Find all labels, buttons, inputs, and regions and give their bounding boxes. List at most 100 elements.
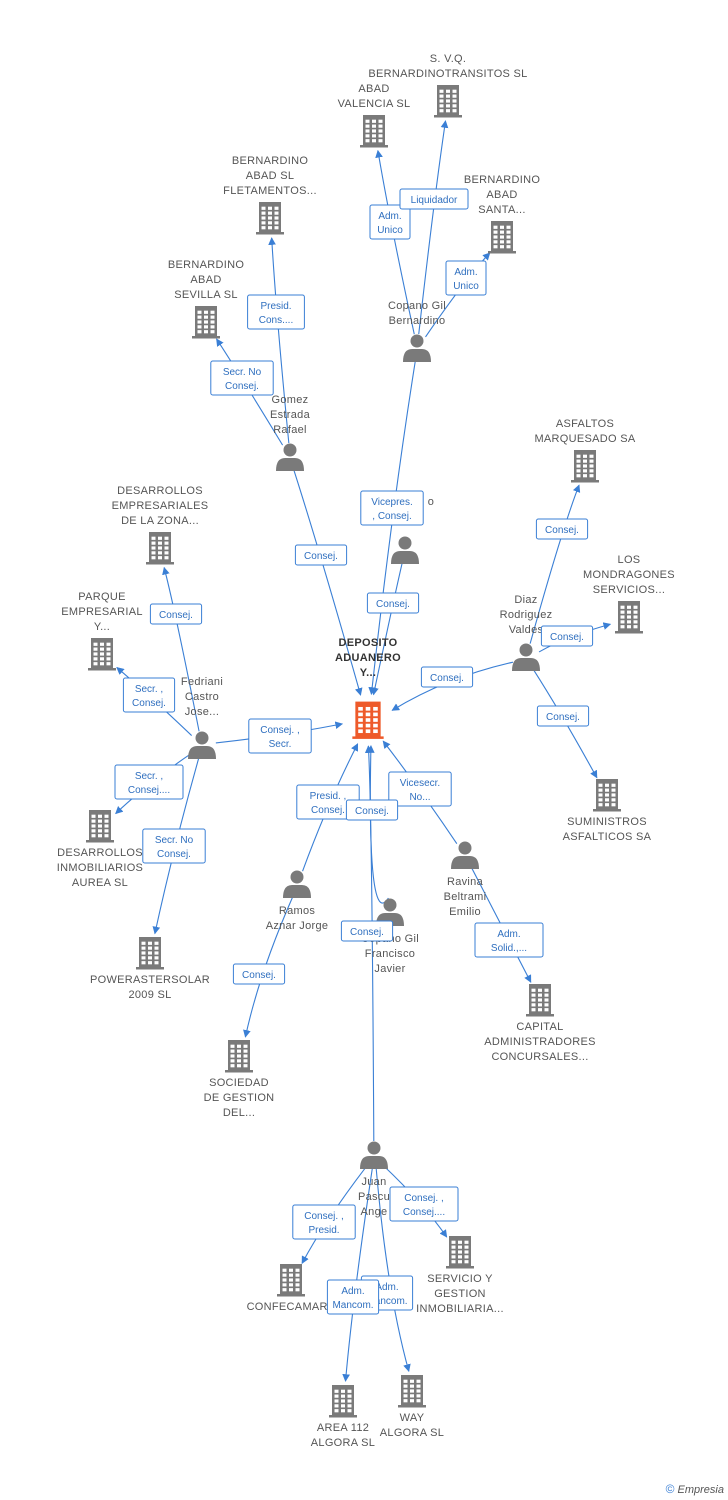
edge-label[interactable]: Adm.Unico bbox=[369, 204, 411, 240]
node-label: MONDRAGONES bbox=[583, 569, 675, 581]
building-window bbox=[154, 961, 159, 965]
company-node-parque[interactable]: PARQUEEMPRESARIALY... bbox=[61, 591, 143, 671]
building-window bbox=[347, 1399, 352, 1403]
node-label: BERNARDINO bbox=[232, 155, 308, 167]
building-window bbox=[197, 330, 202, 334]
edge-label[interactable]: Consej. bbox=[536, 705, 590, 727]
building-window bbox=[500, 235, 504, 239]
building-window bbox=[452, 99, 457, 103]
company-node-losmond[interactable]: LOSMONDRAGONESSERVICIOS... bbox=[583, 554, 675, 634]
building-icon bbox=[398, 1375, 426, 1408]
building-window bbox=[416, 1384, 421, 1388]
edge-label[interactable]: Vicesecr.No... bbox=[388, 771, 452, 807]
edge-label-text: Solid.,... bbox=[491, 943, 527, 954]
node-label: AUREA SL bbox=[72, 877, 128, 889]
building-window bbox=[451, 1260, 456, 1264]
edge-label[interactable]: Consej. bbox=[294, 544, 348, 566]
building-icon bbox=[526, 984, 554, 1017]
company-node-confec[interactable]: CONFECAMARA bbox=[247, 1264, 336, 1313]
building-window bbox=[452, 89, 457, 93]
node-label: PARQUE bbox=[78, 591, 125, 603]
building-base bbox=[146, 562, 174, 565]
building-window bbox=[410, 1394, 414, 1398]
building-window bbox=[464, 1240, 469, 1244]
building-window bbox=[358, 706, 363, 711]
edge-label[interactable]: Vicepres., Consej. bbox=[360, 490, 424, 526]
edge-label[interactable]: Consej. bbox=[420, 666, 474, 688]
edge-label[interactable]: Adm.Unico bbox=[445, 260, 487, 296]
edge-label[interactable]: Consej. bbox=[366, 592, 420, 614]
building-window bbox=[373, 712, 378, 717]
building-window bbox=[416, 1379, 421, 1383]
person-node-fedriani[interactable]: FedrianiCastroJose... bbox=[181, 676, 223, 759]
edge-label[interactable]: Consej. bbox=[232, 963, 286, 985]
building-window bbox=[403, 1389, 408, 1393]
building-window bbox=[243, 1044, 248, 1048]
edge-label-text: Consej. bbox=[304, 551, 338, 562]
company-node-servicio[interactable]: SERVICIO YGESTIONINMOBILIARIA... bbox=[416, 1236, 504, 1315]
edge-label[interactable]: Adm.Mancom. bbox=[326, 1279, 380, 1315]
building-window bbox=[210, 320, 215, 324]
edge-label[interactable]: Consej. ,Presid. bbox=[292, 1204, 356, 1240]
edge-label[interactable]: Liquidador bbox=[399, 188, 469, 210]
building-window bbox=[237, 1064, 241, 1068]
edge-label[interactable]: Secr. ,Consej. bbox=[122, 677, 176, 713]
building-base bbox=[329, 1415, 357, 1418]
company-node-capital[interactable]: CAPITALADMINISTRADORESCONCURSALES... bbox=[484, 984, 595, 1063]
edge-label-text: Secr. No bbox=[223, 367, 262, 378]
node-label: ABAD bbox=[486, 189, 517, 201]
edge-label[interactable]: Consej. ,Consej.... bbox=[389, 1186, 459, 1222]
person-head bbox=[290, 870, 304, 884]
building-icon bbox=[434, 85, 462, 118]
edge-label[interactable]: Consej. bbox=[540, 625, 594, 647]
building-window bbox=[583, 464, 587, 468]
person-head bbox=[458, 841, 472, 855]
building-window bbox=[458, 1240, 462, 1244]
building-window bbox=[446, 109, 450, 113]
edge-label[interactable]: Consej. bbox=[535, 518, 589, 540]
edge-label[interactable]: Adm.Solid.,... bbox=[474, 922, 544, 958]
company-node-bsanta[interactable]: BERNARDINOABADSANTA... bbox=[464, 174, 540, 254]
building-icon bbox=[225, 1040, 253, 1073]
company-node-svq[interactable]: S. V.Q.BERNARDINOTRANSITOS SL bbox=[368, 53, 527, 118]
edge-label-box bbox=[114, 764, 184, 800]
building-icon bbox=[615, 601, 643, 634]
edge-label[interactable]: Presid. ,Consej. bbox=[296, 784, 360, 820]
edge-label[interactable]: Consej. bbox=[340, 920, 394, 942]
edge-label[interactable]: Consej. bbox=[345, 799, 399, 821]
building-window bbox=[365, 706, 371, 711]
building-window bbox=[230, 1044, 235, 1048]
company-node-central[interactable]: DEPOSITOADUANEROY... bbox=[335, 637, 401, 739]
edge-label[interactable]: Presid.Cons.... bbox=[247, 294, 305, 330]
person-node-persono[interactable]: o bbox=[391, 496, 434, 564]
edge-label[interactable]: Consej. ,Secr. bbox=[248, 718, 312, 754]
edge-label[interactable]: Consej. bbox=[149, 603, 203, 625]
edge-label[interactable]: Secr. ,Consej.... bbox=[114, 764, 184, 800]
brand-name[interactable]: Empresia bbox=[677, 1484, 724, 1496]
building-window bbox=[576, 474, 581, 478]
building-window bbox=[358, 718, 363, 722]
building-window bbox=[91, 824, 96, 828]
building-window bbox=[506, 245, 511, 249]
node-label: BERNARDINO bbox=[464, 174, 540, 186]
